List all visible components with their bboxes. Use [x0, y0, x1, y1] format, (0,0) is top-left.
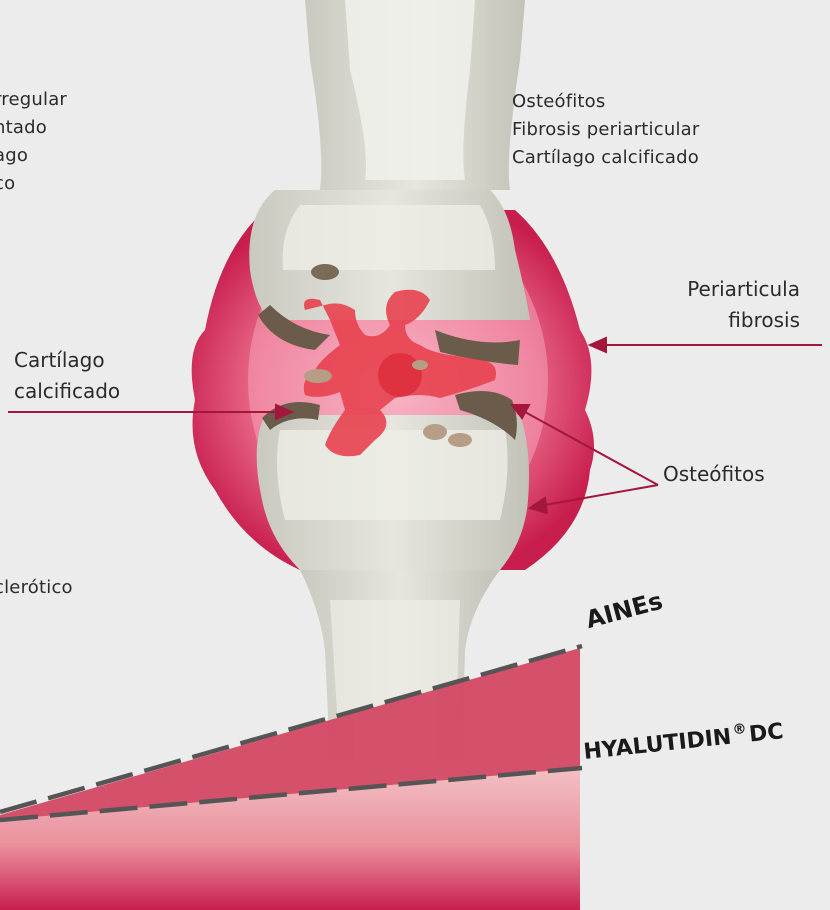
arrow-periarticular [590, 338, 822, 352]
left-top-line: rregular [0, 86, 67, 114]
label-osteophytes: Osteófitos [663, 459, 765, 490]
bone-cyst [448, 433, 472, 447]
left-top-line: ago [0, 142, 67, 170]
left-top-line: ntado [0, 114, 67, 142]
left-top-labels: rregular ntado ago co [0, 86, 67, 198]
bone-cyst [304, 369, 332, 383]
right-top-labels: Osteófitos Fibrosis periarticular Cartíl… [512, 88, 700, 172]
label-calcified-cartilage: Cartílago calcificado [14, 345, 120, 407]
bone-cyst [423, 424, 447, 440]
left-bottom-label: clerótico [0, 574, 73, 602]
right-top-line: Fibrosis periarticular [512, 116, 700, 144]
bone-cyst [311, 264, 339, 280]
right-top-line: Cartílago calcificado [512, 144, 700, 172]
bone-cyst [412, 360, 428, 370]
brand-hyalutidin-suffix: DC [748, 719, 785, 747]
right-top-line: Osteófitos [512, 88, 700, 116]
label-periarticular-fibrosis: Periarticula fibrosis [687, 274, 800, 336]
left-top-line: co [0, 170, 67, 198]
registered-mark: ® [732, 721, 748, 738]
